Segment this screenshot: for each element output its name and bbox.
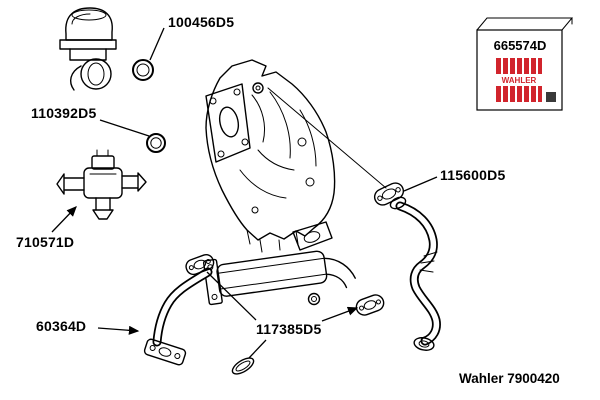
left-pipe-illustration bbox=[143, 267, 213, 366]
manifold-gasket-illustration bbox=[373, 182, 405, 206]
wahler-logo-text: WAHLER bbox=[502, 76, 537, 85]
cooler-gasket-left-illustration bbox=[185, 253, 215, 276]
leader-lines bbox=[51, 27, 438, 359]
part-label-manifold-gasket: 115600D5 bbox=[440, 167, 506, 183]
part-label-cooler-gasket: 117385D5 bbox=[256, 321, 322, 337]
part-label-control-valve: 710571D bbox=[16, 234, 75, 250]
part-label-lower-oring: 110392D5 bbox=[31, 105, 97, 121]
cooler-outlet-ring bbox=[259, 239, 321, 306]
egr-valve-illustration bbox=[59, 7, 117, 91]
brand-footer-text: Wahler 7900420 bbox=[459, 371, 560, 386]
manifold-illustration bbox=[205, 59, 336, 251]
box-part-number: 665574D bbox=[493, 38, 547, 53]
part-label-lower-left-pipe: 60364D bbox=[36, 318, 87, 334]
lower-oring-illustration bbox=[146, 133, 166, 153]
wahler-logo: WAHLER bbox=[496, 58, 556, 102]
control-valve-illustration bbox=[56, 149, 147, 220]
upper-oring-illustration bbox=[132, 59, 154, 81]
cooler-gasket-right-illustration bbox=[355, 294, 385, 316]
part-label-upper-oring: 100456D5 bbox=[168, 14, 235, 30]
small-oval-gasket-illustration bbox=[231, 357, 255, 375]
right-pipe-illustration bbox=[389, 196, 441, 351]
